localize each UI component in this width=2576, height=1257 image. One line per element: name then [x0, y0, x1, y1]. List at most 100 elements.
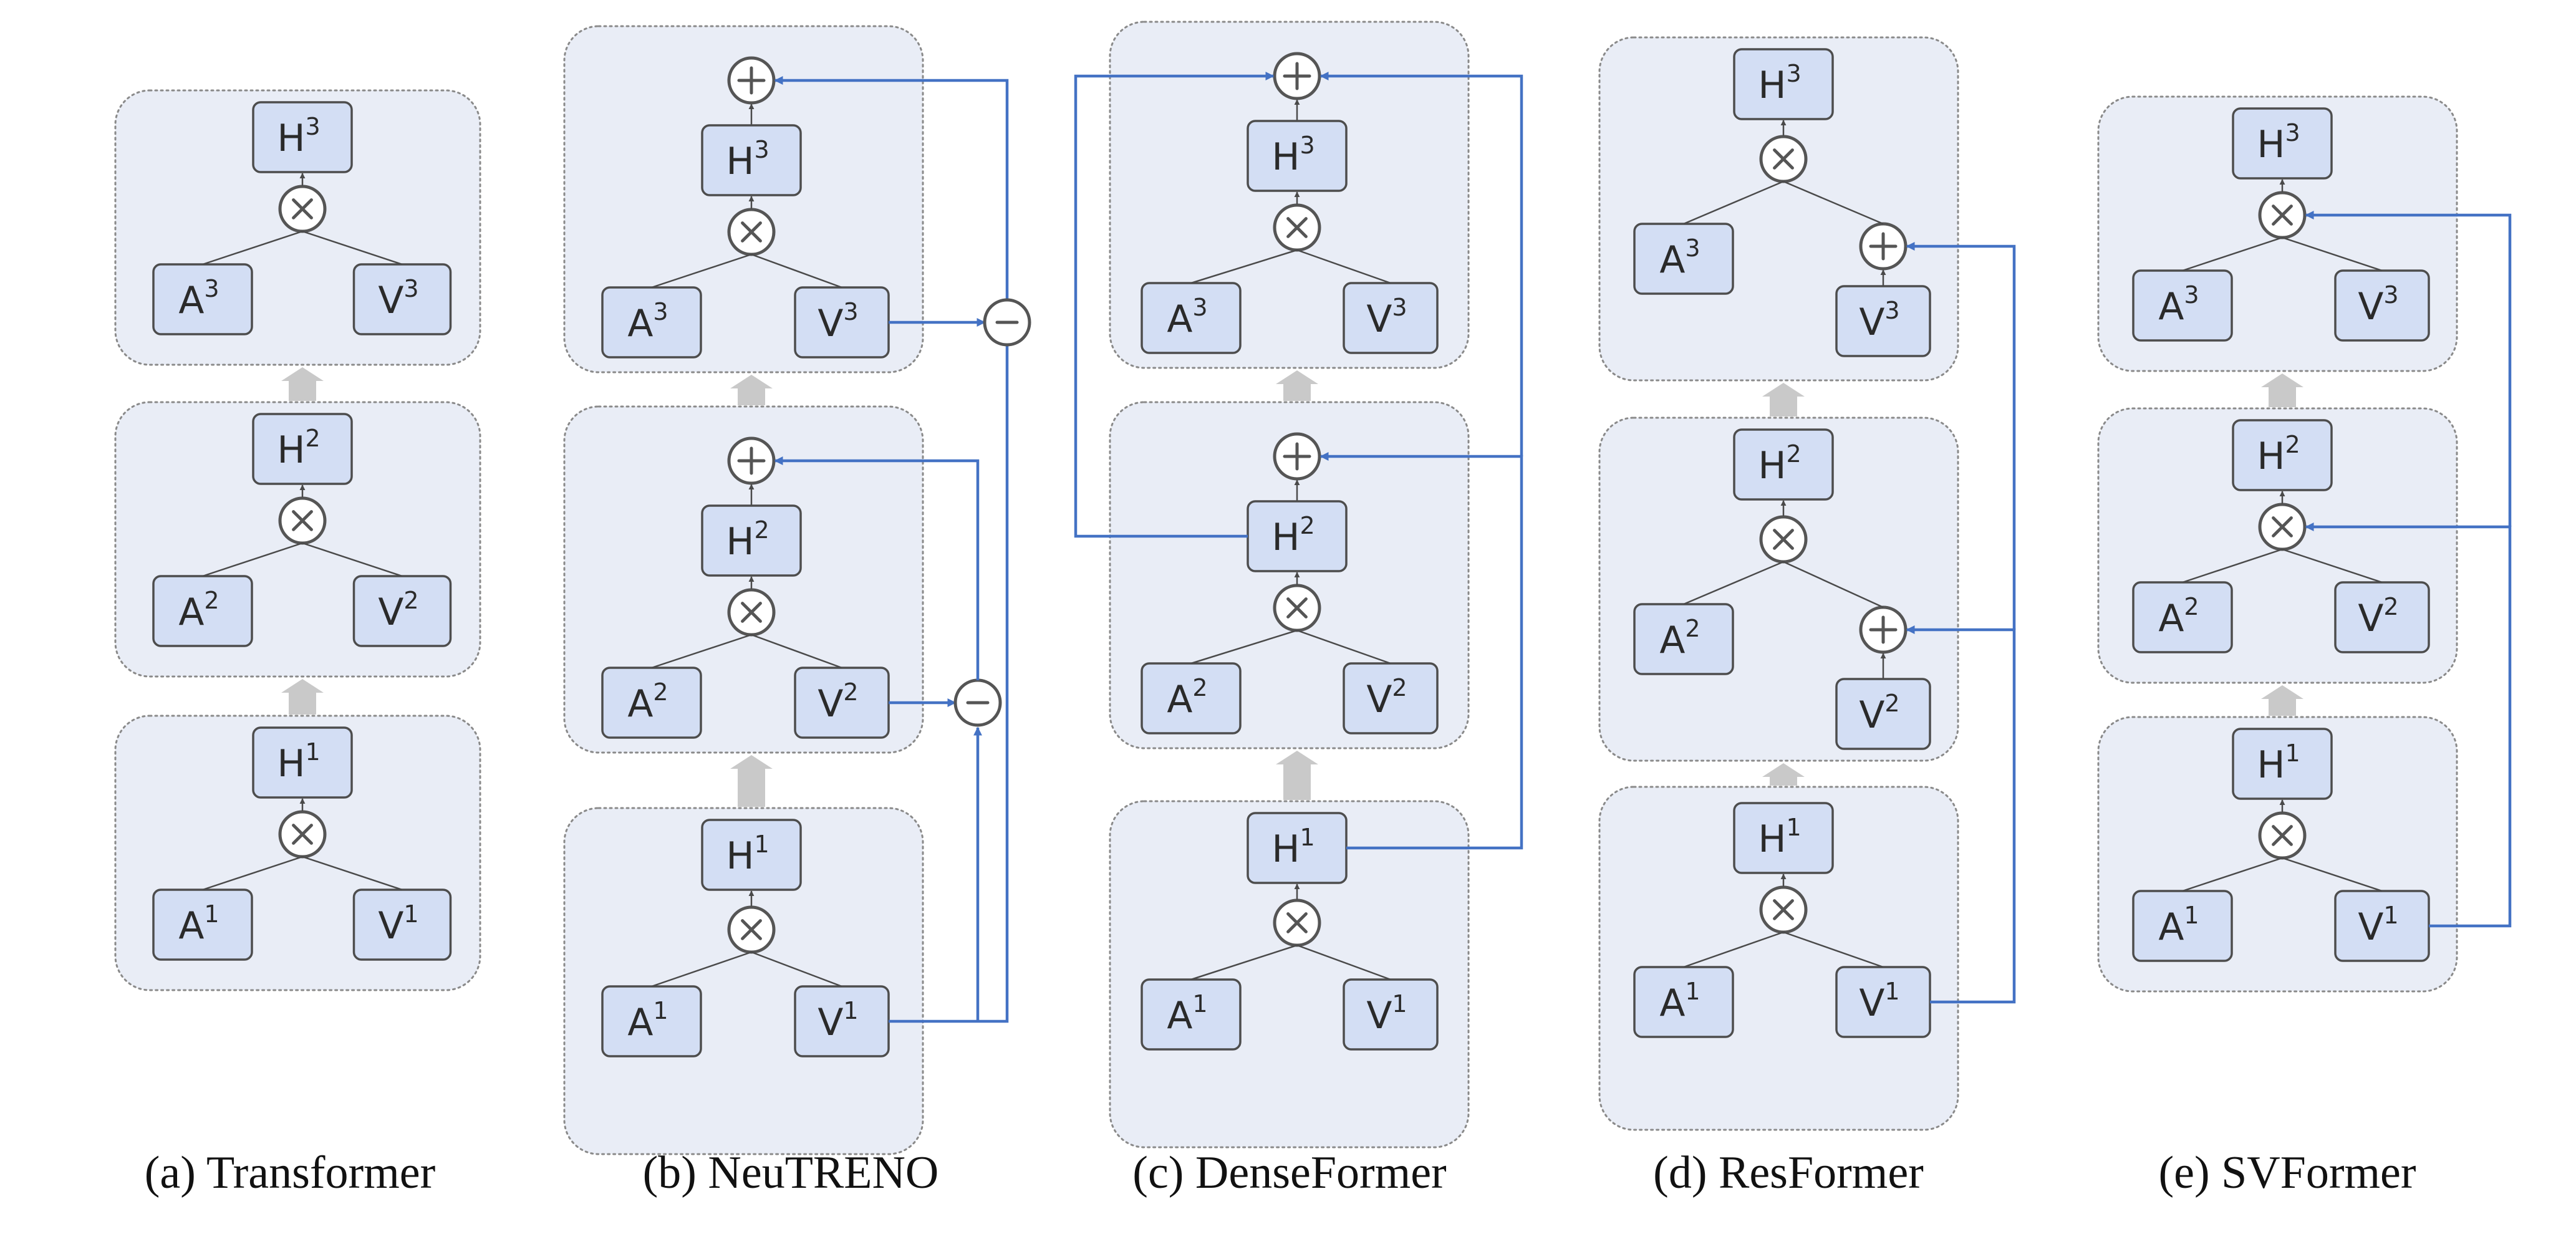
- multiply-op-layer-2-glyph: [741, 602, 762, 623]
- node-v3-base: V: [378, 279, 403, 322]
- edge-plus-to-mul-2: [1783, 561, 1884, 609]
- node-h1-base: H: [1271, 827, 1300, 871]
- node-a3-label: A3: [1659, 234, 1700, 282]
- node-a3-label: A3: [1167, 294, 1207, 341]
- node-h3-superscript: 3: [305, 113, 320, 140]
- node-a2-label: A2: [2158, 593, 2199, 640]
- conn-v1-to-plus3: [1906, 242, 2016, 630]
- node-h3-superscript: 3: [1786, 60, 1801, 87]
- edge-v-to-mul-2: [302, 542, 403, 577]
- multiply-op-layer-2-glyph: [1773, 529, 1794, 550]
- plus-op-layer-3: [727, 56, 776, 105]
- node-v1: V1: [2334, 890, 2430, 962]
- node-a2-label: A2: [178, 587, 219, 634]
- multiply-op-layer-2-glyph: [2272, 516, 2293, 537]
- node-v3-superscript: 3: [2383, 281, 2398, 309]
- up-arrow-icon-2: [730, 755, 773, 807]
- edge-a-to-mul-3: [651, 253, 752, 289]
- node-v3: V3: [352, 263, 452, 335]
- node-h1: H1: [701, 819, 802, 891]
- node-h2: H2: [1247, 500, 1348, 572]
- node-v3-base: V: [2358, 285, 2383, 329]
- node-h1: H1: [1733, 802, 1834, 874]
- edge-v-to-mul-3: [2282, 236, 2383, 272]
- node-v2-base: V: [2358, 597, 2383, 640]
- node-h2-base: H: [2257, 435, 2285, 478]
- node-a1-superscript: 1: [2184, 902, 2199, 929]
- node-a2-base: A: [1167, 678, 1192, 721]
- multiply-op-layer-1: [1273, 898, 1321, 947]
- edge-a-to-mul-1: [1190, 944, 1298, 981]
- edge-v-to-mul-1: [751, 951, 842, 988]
- node-v1-superscript: 1: [1884, 978, 1899, 1005]
- node-a2-base: A: [178, 590, 204, 634]
- node-h1-superscript: 1: [754, 831, 769, 858]
- node-v2-label: V2: [818, 678, 858, 726]
- node-a2-base: A: [2158, 597, 2184, 640]
- node-a3-base: A: [627, 302, 653, 345]
- node-a2-label: A2: [1659, 615, 1700, 662]
- node-v2-superscript: 2: [403, 587, 418, 614]
- edge-a-to-mul-2: [202, 542, 303, 577]
- up-arrow-icon-2: [1762, 763, 1805, 786]
- node-h2-superscript: 2: [2285, 431, 2300, 458]
- plus-op-v-layer-3-glyph: [1869, 232, 1898, 261]
- caption-panel-3: (c) DenseFormer: [1132, 1147, 1446, 1198]
- node-v2-base: V: [818, 682, 843, 726]
- node-a3: A3: [1633, 223, 1734, 295]
- node-v3: V3: [1343, 282, 1439, 354]
- plus-op-v-layer-3: [1859, 222, 1908, 271]
- node-v2-label: V2: [378, 587, 418, 634]
- node-v1-base: V: [378, 904, 403, 948]
- edge-v-to-mul-2: [751, 633, 842, 669]
- node-v3-superscript: 3: [843, 298, 858, 325]
- multiply-op-layer-3-glyph: [1773, 148, 1794, 170]
- node-v3-base: V: [1859, 301, 1884, 344]
- node-a1-label: A1: [627, 997, 668, 1044]
- node-a2: A2: [1633, 603, 1734, 675]
- node-h2-box: [2232, 419, 2333, 491]
- plus-op-layer-2: [1273, 432, 1321, 481]
- node-a2-superscript: 2: [1192, 674, 1207, 701]
- node-v3-base: V: [818, 302, 843, 345]
- node-h3-label: H3: [1271, 132, 1315, 179]
- multiply-op-layer-1-glyph: [1773, 899, 1794, 920]
- conn-h1-to-plus3: [1319, 72, 1523, 456]
- up-arrow-icon-2: [2261, 685, 2303, 716]
- node-v2-superscript: 2: [1392, 674, 1407, 701]
- node-a2: A2: [2132, 581, 2233, 653]
- node-v1: V1: [352, 889, 452, 961]
- plus-op-v-layer-2-glyph: [1869, 615, 1898, 644]
- panel-3-connections: [1074, 72, 1523, 850]
- node-v2: V2: [1835, 678, 1931, 750]
- node-a3-base: A: [1659, 238, 1685, 282]
- node-h2-box: [1733, 428, 1834, 501]
- edge-v-to-mul-1: [1296, 944, 1391, 981]
- node-v1-superscript: 1: [403, 900, 418, 928]
- node-a1-label: A1: [1167, 990, 1207, 1038]
- up-arrow-icon-2: [1276, 751, 1318, 800]
- node-v2-superscript: 2: [1884, 690, 1899, 717]
- node-h2-superscript: 2: [305, 425, 320, 452]
- node-a1: A1: [1141, 978, 1242, 1051]
- node-a1-label: A1: [2158, 902, 2199, 949]
- node-v3-label: V3: [378, 275, 418, 322]
- node-a3-base: A: [178, 279, 204, 322]
- node-v2-base: V: [1366, 678, 1392, 721]
- layer-2-frame: [1109, 401, 1470, 749]
- multiply-op-layer-2-glyph: [292, 510, 313, 531]
- edge-v-to-mul-1: [2282, 857, 2383, 892]
- node-h2: H2: [2232, 419, 2333, 491]
- node-h1-base: H: [726, 834, 754, 878]
- edge-v-to-mul-2: [2282, 548, 2383, 584]
